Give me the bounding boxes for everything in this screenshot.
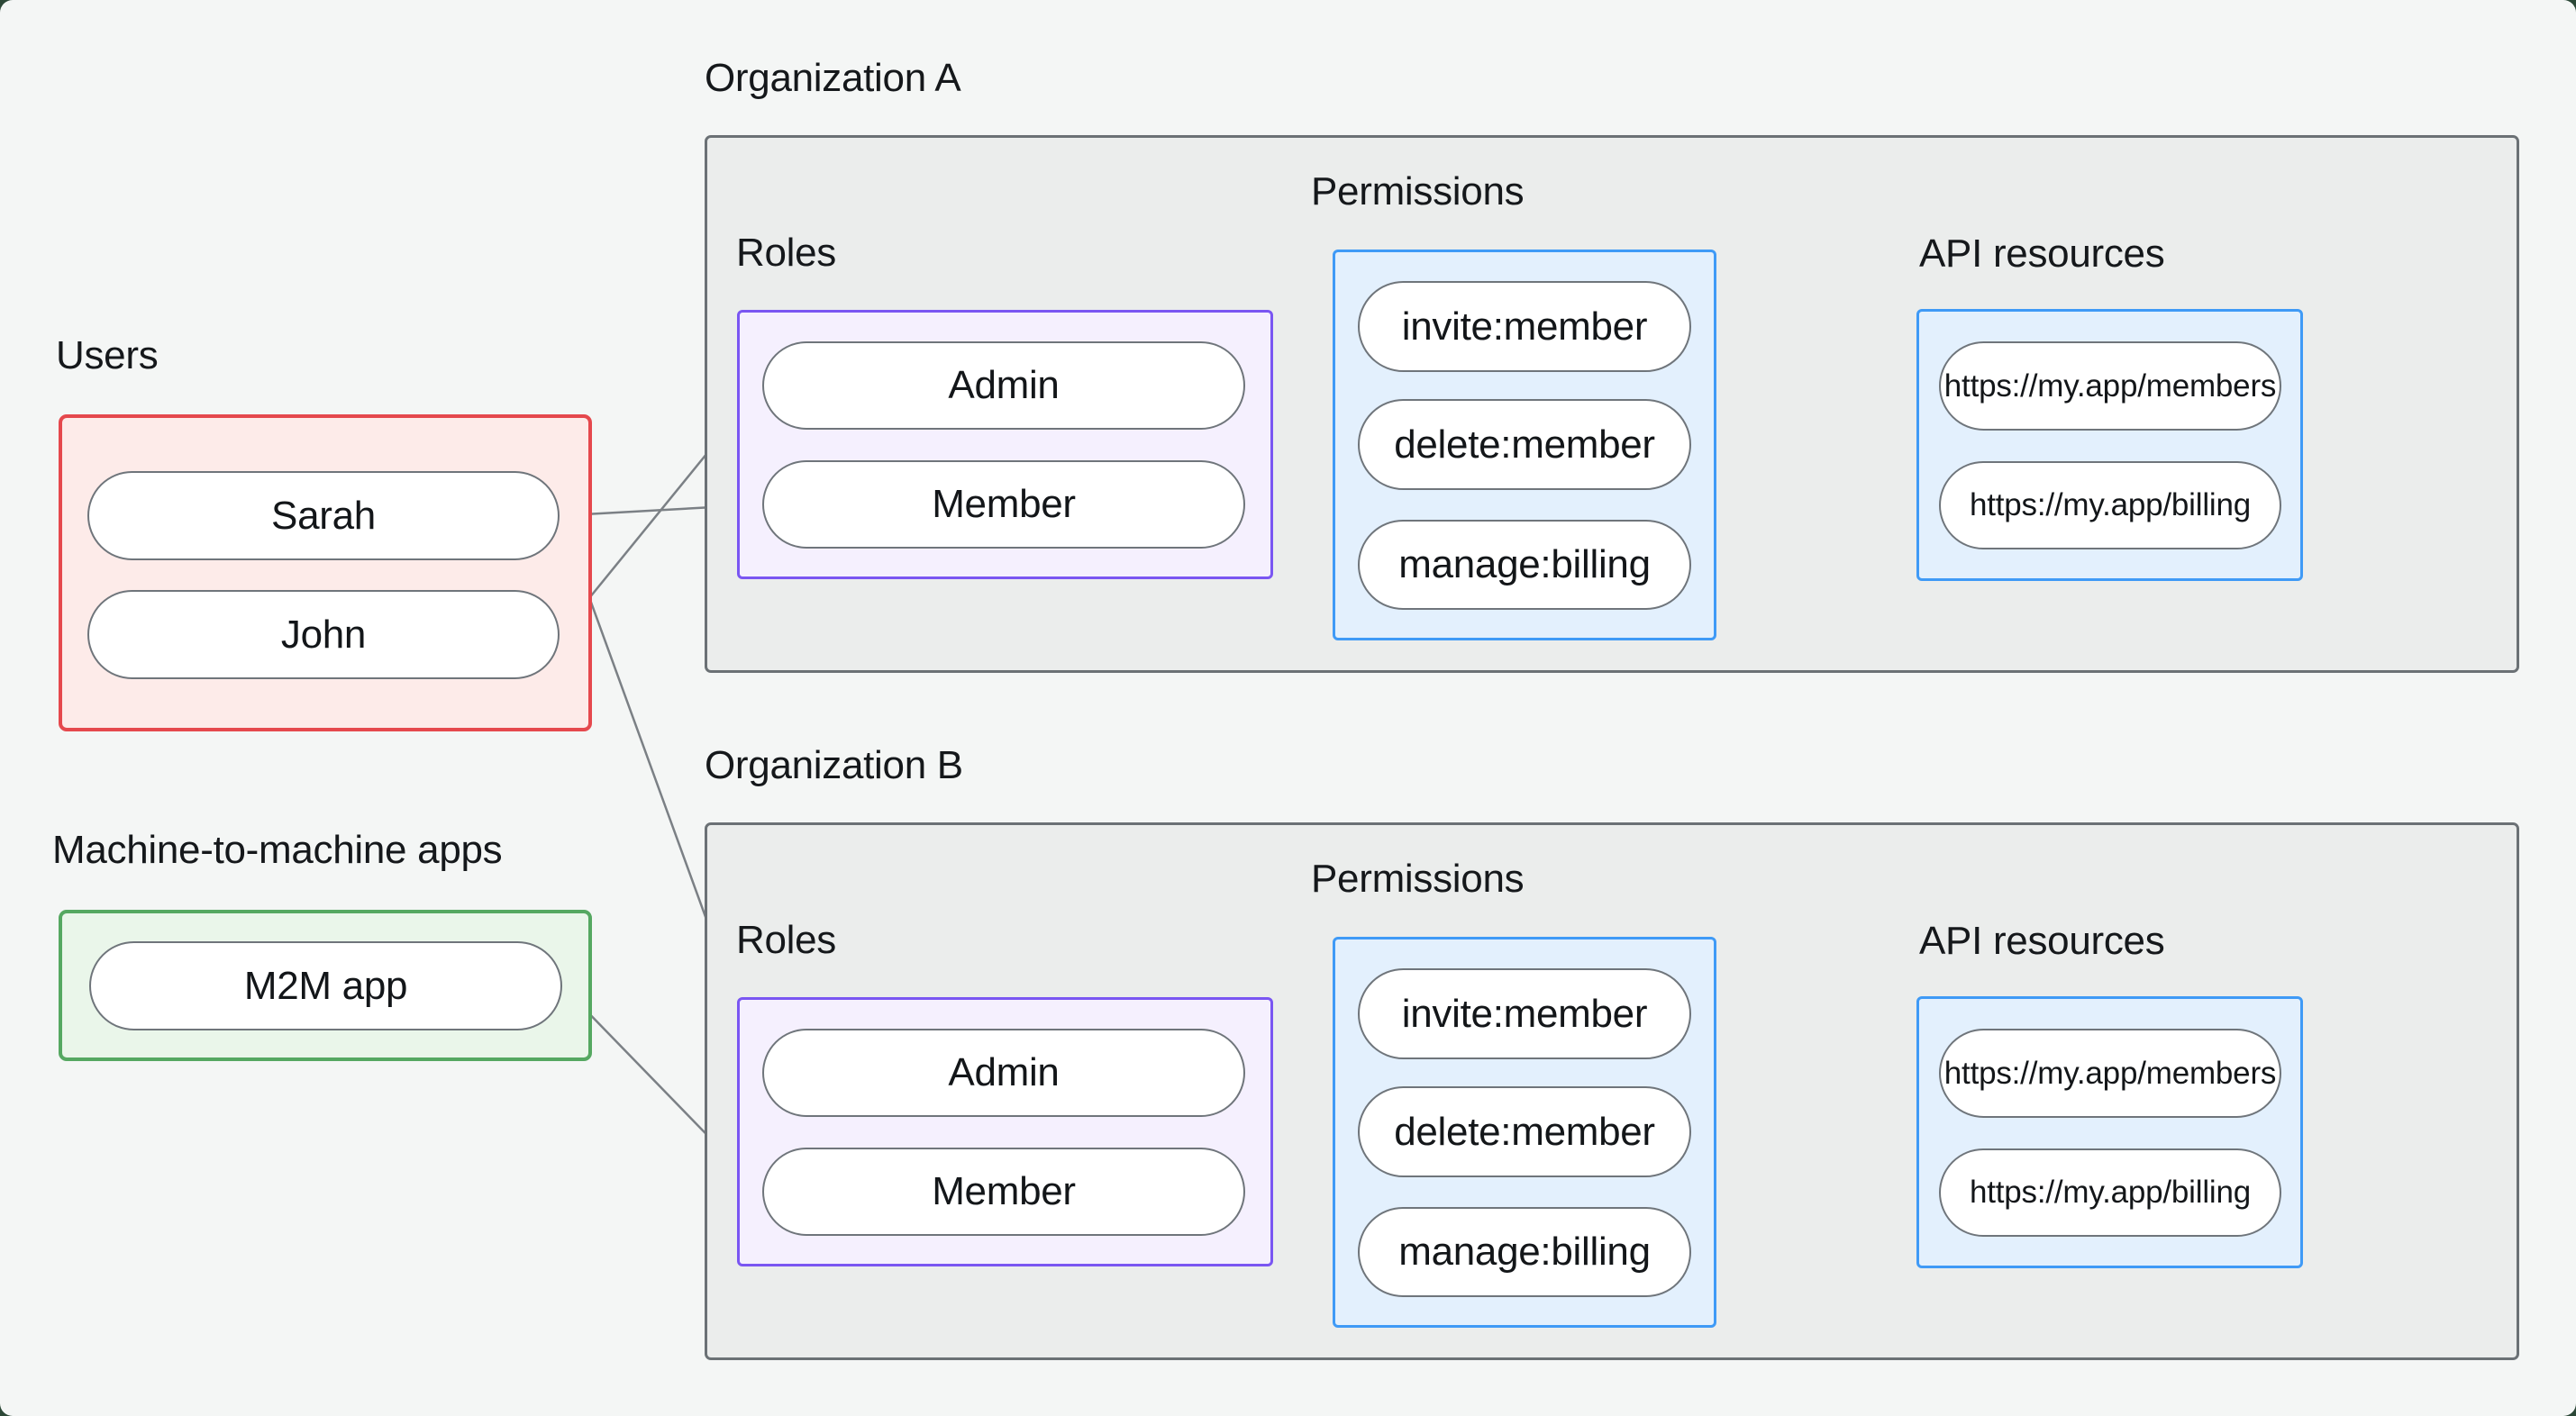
org-b-api-members: https://my.app/members	[1939, 1029, 2281, 1118]
user-node-john: John	[87, 590, 560, 679]
org-a-permissions-label: Permissions	[1311, 169, 1525, 213]
org-b-permission-manage-billing: manage:billing	[1358, 1207, 1691, 1297]
org-a-role-member: Member	[762, 460, 1245, 549]
org-a-roles-label: Roles	[736, 231, 836, 275]
m2m-app-node: M2M app	[89, 941, 562, 1030]
org-a-api-members: https://my.app/members	[1939, 341, 2281, 431]
org-b-api-billing: https://my.app/billing	[1939, 1148, 2281, 1237]
org-b-role-member: Member	[762, 1148, 1245, 1236]
users-group-label: Users	[56, 333, 159, 377]
org-b-role-admin: Admin	[762, 1029, 1245, 1117]
m2m-group-label: Machine-to-machine apps	[52, 828, 503, 872]
org-a-permission-invite-member: invite:member	[1358, 281, 1691, 372]
org-b-api-resources-label: API resources	[1919, 919, 2165, 963]
org-a-title: Organization A	[705, 56, 961, 100]
org-b-roles-label: Roles	[736, 918, 836, 962]
org-a-role-admin: Admin	[762, 341, 1245, 430]
org-b-permissions-label: Permissions	[1311, 857, 1525, 901]
org-b-permission-delete-member: delete:member	[1358, 1086, 1691, 1177]
users-group-box	[59, 414, 592, 731]
user-node-sarah: Sarah	[87, 471, 560, 560]
org-b-permission-invite-member: invite:member	[1358, 968, 1691, 1059]
org-a-api-resources-label: API resources	[1919, 231, 2165, 276]
org-a-api-billing: https://my.app/billing	[1939, 461, 2281, 549]
org-b-title: Organization B	[705, 743, 963, 787]
org-a-permission-manage-billing: manage:billing	[1358, 520, 1691, 610]
org-a-permission-delete-member: delete:member	[1358, 399, 1691, 490]
